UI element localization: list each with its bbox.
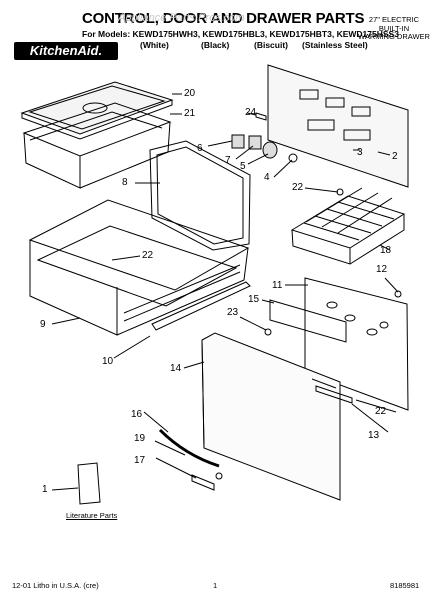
page-number: 1 (213, 581, 218, 590)
callout-20: 20 (184, 88, 196, 99)
drawer-front (201, 332, 341, 501)
callout-18: 18 (380, 245, 392, 256)
knob-left (231, 134, 245, 149)
callout-7: 7 (225, 155, 231, 166)
callout-24: 24 (245, 107, 257, 118)
callout-1: 1 (42, 484, 48, 495)
callout-14: 14 (170, 363, 182, 374)
side-note-line-2: BUILT-IN (378, 23, 410, 33)
brand-logo: KitchenAid. (14, 42, 118, 60)
literature-parts-label: Literature Parts (66, 511, 118, 520)
door-gasket (149, 140, 251, 251)
callout-23: 23 (227, 307, 239, 318)
callout-12: 12 (376, 264, 388, 275)
color-white: (White) (140, 40, 169, 50)
callout-15: 15 (248, 294, 260, 305)
color-stainless: (Stainless Steel) (302, 40, 368, 50)
page-title: CONTROL, DOOR AND DRAWER PARTS (82, 10, 365, 27)
handle-screw (215, 472, 223, 480)
literature-booklet (77, 462, 101, 505)
switch (288, 153, 298, 163)
product-description: 27" ELECTRIC BUILT-IN WARMING DRAWER (354, 15, 434, 42)
callout-21: 21 (184, 108, 196, 119)
watermark: Appliance Parts Pros.com (118, 12, 245, 24)
callout-13: 13 (368, 430, 380, 441)
callout-8: 8 (122, 177, 128, 188)
callout-2: 2 (392, 151, 398, 162)
part-number: 8185981 (390, 581, 420, 590)
color-black: (Black) (201, 40, 230, 50)
callout-3: 3 (357, 147, 363, 158)
footer-litho: 12-01 Litho in U.S.A. (cre) (12, 581, 99, 590)
callout-22-a: 22 (292, 182, 304, 193)
side-note-line-3: WARMING DRAWER (358, 32, 430, 41)
side-note-line-1: 27" ELECTRIC (368, 15, 420, 24)
knob-center (248, 135, 262, 150)
callout-17: 17 (134, 455, 146, 466)
overlay-panel (269, 299, 347, 343)
hinge (315, 385, 353, 404)
callout-9: 9 (40, 319, 46, 330)
screw-23 (264, 328, 272, 336)
clip (255, 112, 267, 121)
pan-lid (20, 81, 174, 140)
callout-16: 16 (131, 409, 143, 420)
rear-panel (304, 277, 409, 411)
callout-19: 19 (134, 433, 146, 444)
callout-10: 10 (102, 356, 114, 367)
handle (158, 428, 220, 468)
callout-22-c: 22 (375, 406, 387, 417)
callout-4: 4 (264, 172, 270, 183)
models-label: For Models: KEWD175HWH3, KEWD175HBL3, KE… (82, 29, 399, 39)
control-panel (267, 64, 409, 188)
callout-22-b: 22 (142, 250, 154, 261)
slide-rail (151, 281, 251, 331)
callout-11: 11 (272, 280, 283, 291)
callout-6: 6 (197, 143, 203, 154)
drawer-body (28, 199, 250, 336)
callout-5: 5 (240, 161, 246, 172)
color-biscuit: (Biscuit) (254, 40, 288, 50)
wire-rack (290, 187, 406, 265)
handle-cap (191, 474, 215, 491)
knob-right (262, 141, 278, 159)
